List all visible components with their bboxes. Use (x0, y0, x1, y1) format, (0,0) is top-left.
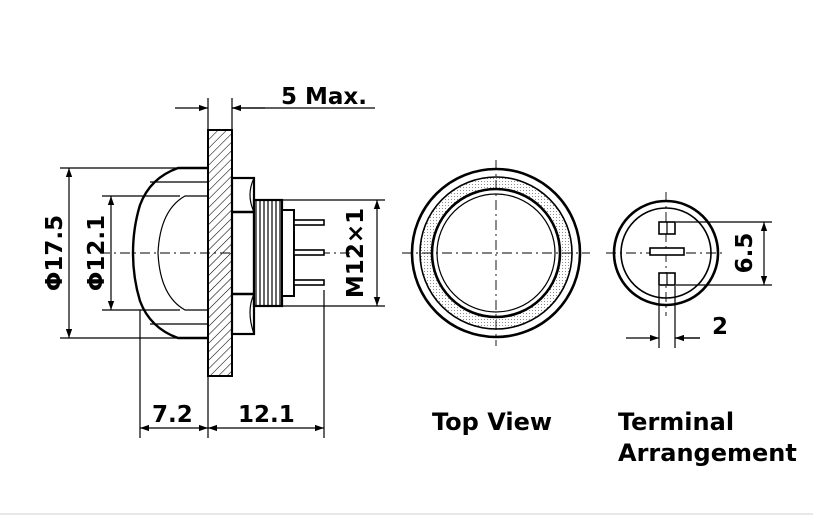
dim-thread: M12×1 (282, 199, 385, 307)
top-view-label: Top View (432, 408, 552, 436)
dim-diameter-outer-text: Φ17.5 (42, 215, 68, 291)
dim-panel-max-text: 5 Max. (281, 84, 367, 110)
terminal-label-line2: Arrangement (618, 439, 797, 467)
dim-terminal-width-text: 2 (712, 314, 728, 340)
terminal-pins (293, 219, 325, 286)
side-view: 5 Max. Φ17.5 Φ12.1 M12×1 (42, 84, 385, 438)
dim-diameter-inner-text: Φ12.1 (84, 215, 110, 291)
dim-panel-max: 5 Max. (175, 84, 375, 130)
dim-cap-depth-text: 7.2 (152, 402, 193, 428)
terminal-pad-center (649, 247, 685, 256)
thread-lines (255, 200, 281, 306)
dome-inner-line (157, 195, 208, 311)
dim-terminal-pitch: 6.5 (676, 221, 772, 286)
mounting-panel (207, 129, 233, 377)
dome-cap (131, 166, 208, 340)
dim-body-length-text: 12.1 (238, 402, 295, 428)
dim-diameter-outer: Φ17.5 (42, 167, 180, 339)
terminal-label-line1: Terminal (618, 408, 734, 436)
dim-lengths: 7.2 12.1 (139, 290, 325, 438)
dim-thread-text: M12×1 (343, 208, 369, 298)
dim-diameter-inner: Φ12.1 (84, 195, 180, 311)
dim-terminal-pitch-text: 6.5 (732, 233, 758, 274)
terminal-view: 6.5 2 Terminal Arrangement (606, 192, 797, 467)
dim-terminal-width: 2 (626, 286, 728, 348)
top-view: Top View (402, 160, 590, 436)
